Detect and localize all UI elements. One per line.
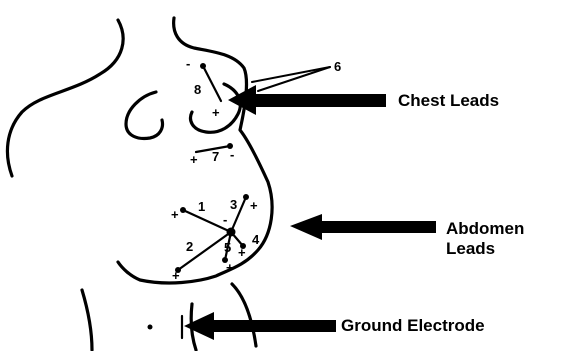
ground-electrode-arrow: [184, 312, 336, 340]
polarity-plus-8: +: [212, 105, 220, 120]
polarity-minus-8: -: [186, 56, 190, 71]
electrode-number-2: 2: [186, 239, 193, 254]
polarity-plus-7: +: [190, 152, 198, 167]
polarity-plus-5: +: [226, 260, 234, 275]
left-breast: [126, 92, 163, 138]
polarity-plus-1: +: [171, 207, 179, 222]
body-outline: [7, 18, 272, 350]
polarity-minus-7: -: [230, 147, 234, 162]
polarity-plus-2: +: [172, 268, 180, 283]
electrode-number-4: 4: [252, 232, 260, 247]
abdomen-leads-arrow: [290, 214, 436, 240]
electrode-number-5: 5: [224, 240, 231, 255]
polarity-plus-4: +: [238, 245, 246, 260]
polarity-plus-3: +: [250, 198, 258, 213]
ground-electrode: [148, 316, 183, 338]
chest-leads-label: Chest Leads: [398, 91, 499, 110]
polarity-minus-center: -: [223, 212, 227, 227]
ground-electrode-label: Ground Electrode: [341, 316, 485, 335]
chest-leads-arrow: [228, 85, 386, 115]
electrode-number-3: 3: [230, 197, 237, 212]
abdomen-leads-label-line1: Abdomen: [446, 219, 524, 238]
electrode-number-8: 8: [194, 82, 201, 97]
electrode-number-1: 1: [198, 199, 205, 214]
abdomen-leads-label-line2: Leads: [446, 239, 495, 258]
electrode-number-7: 7: [212, 149, 219, 164]
abdomen-lead-wires: [175, 194, 249, 273]
electrode-number-6: 6: [334, 59, 341, 74]
